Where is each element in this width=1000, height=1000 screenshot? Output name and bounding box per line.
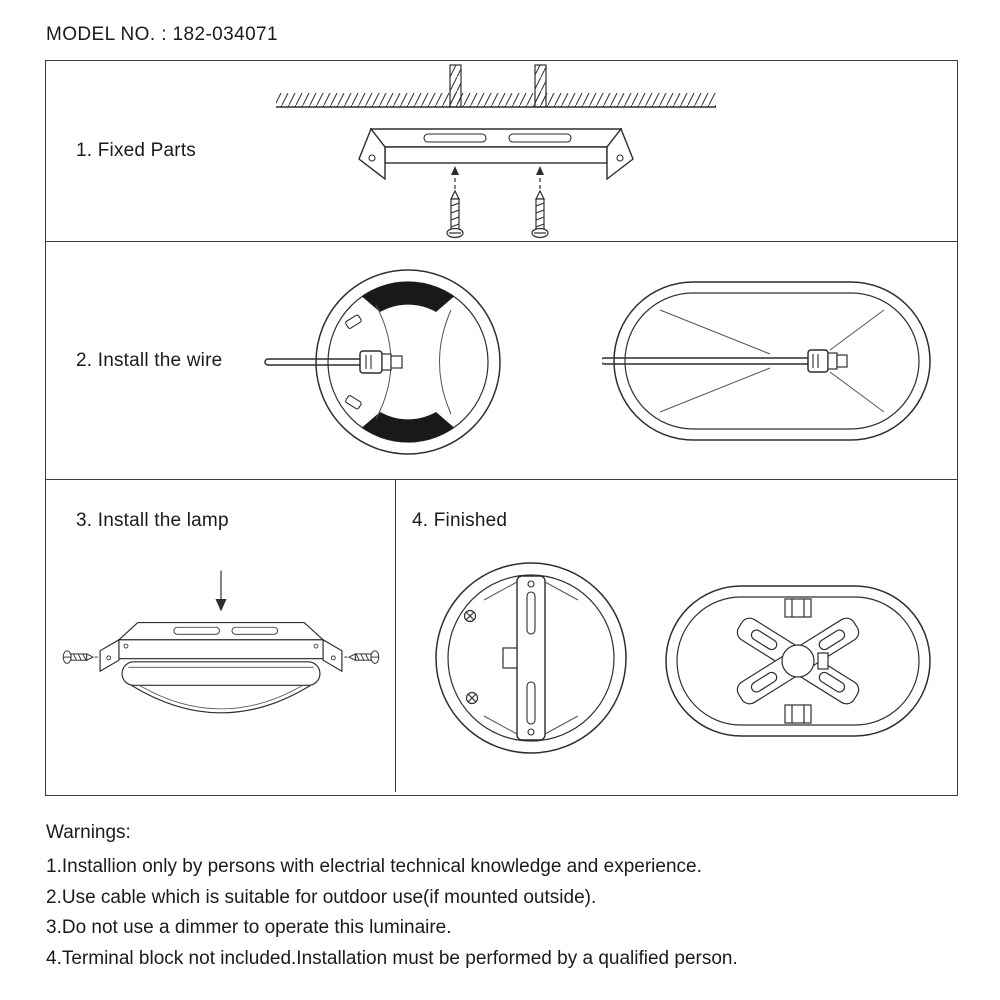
instruction-table: 1. Fixed Parts (45, 60, 958, 796)
wire-round-diagram (264, 269, 501, 455)
warning-item: 3.Do not use a dimmer to operate this lu… (46, 917, 452, 938)
fixed-parts-diagram (276, 64, 716, 239)
cell-finished: 4. Finished (396, 480, 957, 792)
step2-label: 2. Install the wire (76, 349, 223, 371)
step3-label: 3. Install the lamp (76, 510, 229, 531)
row-install-finished: 3. Install the lamp (46, 480, 957, 792)
warning-item: 2.Use cable which is suitable for outdoo… (46, 886, 597, 908)
warning-item: 1.Installion only by persons with electr… (46, 856, 702, 877)
finished-oval-diagram (665, 585, 931, 737)
row-install-wire: 2. Install the wire (46, 242, 957, 480)
wire-oval-diagram (602, 281, 931, 441)
model-number: MODEL NO. : 182-034071 (46, 24, 278, 45)
warning-item: 4.Terminal block not included.Installati… (46, 947, 738, 969)
cell-install-lamp: 3. Install the lamp (46, 480, 396, 792)
row-fixed-parts: 1. Fixed Parts (46, 61, 957, 242)
install-lamp-diagram (62, 570, 380, 714)
step4-label: 4. Finished (412, 510, 508, 531)
warnings-title: Warnings: (46, 822, 131, 843)
warnings-section: Warnings: 1.Installion only by persons w… (46, 822, 958, 974)
finished-round-diagram (435, 562, 627, 754)
step1-label: 1. Fixed Parts (76, 140, 197, 161)
